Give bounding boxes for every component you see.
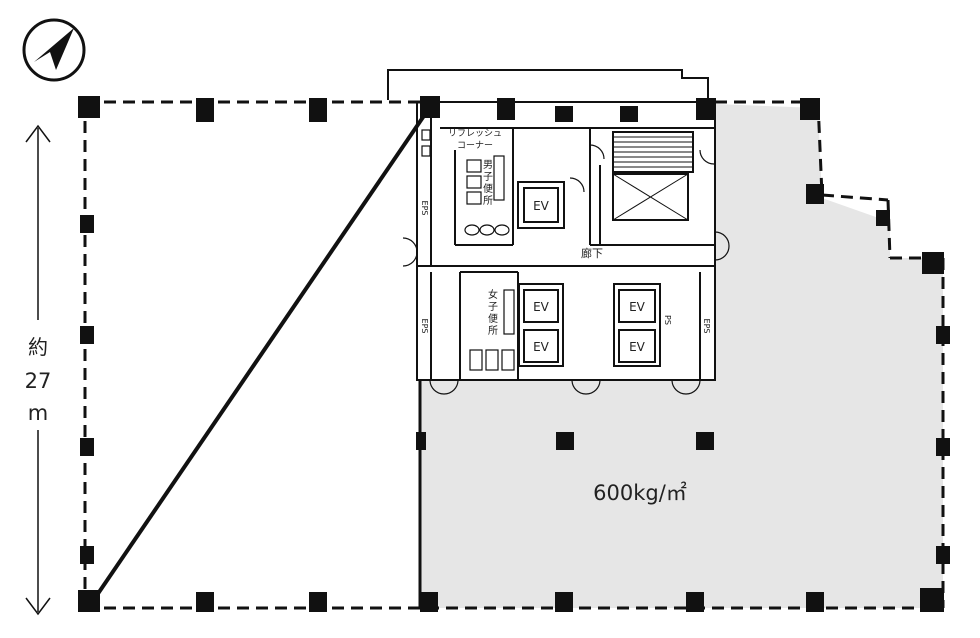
elevator-label-3: EV [533,340,550,354]
dimension-label-line2: 27 [25,369,52,393]
eps-label-1: EPS [420,201,429,216]
corridor-label: 廊下 [581,246,603,260]
elevator-label-5: EV [629,340,646,354]
stairs [612,131,694,221]
refresh-corner-label-1: リフレッシュ [448,129,502,139]
womens-room-label-1: 女 [488,288,498,301]
womens-room-label-4: 所 [488,325,498,337]
mens-room-label-4: 所 [483,195,493,207]
elevator-label-2: EV [533,300,550,314]
load-capacity-label: 600kg/㎡ [593,481,687,505]
north-arrow-icon [22,18,86,82]
ps-label: PS [663,315,672,325]
mens-room-label-1: 男 [483,159,493,171]
diagonal-line [93,102,434,600]
refresh-corner-label-2: コーナー [457,140,493,151]
doors [402,144,730,395]
leasable-floor-area [420,104,943,608]
womens-room-label-2: 子 [488,301,498,313]
elevator-label-4: EV [629,300,646,314]
eps-label-3: EPS [702,319,711,334]
mens-room-label-3: 便 [483,182,493,195]
columns [78,96,950,612]
elevator-label-1: EV [533,199,550,213]
dimension-label-line3: m [28,401,48,425]
top-step-outline [387,69,709,102]
dimension-label-line1: 約 [28,335,48,359]
dimension-line [25,124,51,616]
womens-room-label-3: 便 [488,312,498,325]
mens-room-label-2: 子 [483,171,493,183]
eps-label-2: EPS [420,319,429,334]
elevators [517,181,661,367]
toilet-fixtures [421,129,515,371]
